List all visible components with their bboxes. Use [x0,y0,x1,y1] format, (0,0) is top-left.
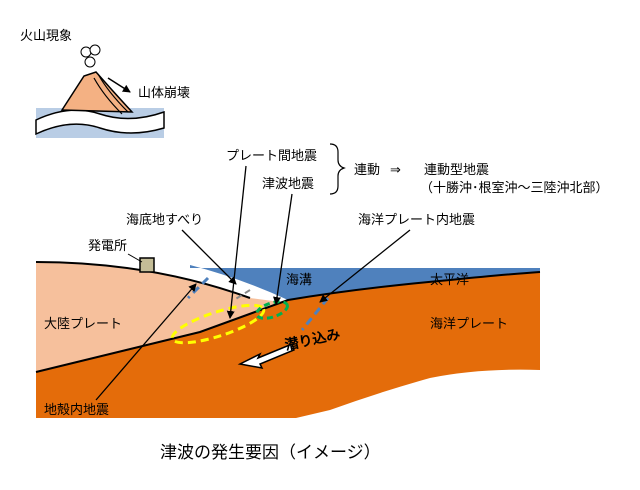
interplate-zone-dash [170,303,266,345]
tsunami-eq-zone-dash [255,300,289,320]
power-plant-leader [127,253,143,263]
diagram-caption: 津波の発生要因（イメージ） [160,443,381,463]
crustal-fault-dash [186,276,210,300]
oceanic-intraplate-pointer-arrow [319,229,411,303]
eruption-cloud-icon [80,44,101,68]
trench-label: 海溝 [286,273,312,288]
seafloor-slide-pointer-arrow [181,229,237,285]
power-plant-icon [139,257,155,273]
oceanic-intraplate-eq-label: 海洋プレート内地震 [358,212,475,228]
volcano-inset: 火山現象 山体崩壊 [20,29,190,138]
crustal-eq-label: 地殻内地震 [44,402,109,418]
tsunami-eq-pointer-arrow [273,193,293,305]
crustal-pointer-arrow [95,283,197,401]
power-plant-label: 発電所 [88,239,127,254]
collapse-slide-1 [97,73,129,113]
collapse-slide-2 [93,77,123,115]
cross-section: 発電所 海溝 太平洋 大陸プレート 海洋プレート 潜り込み [35,239,541,418]
pacific-label: 太平洋 [430,273,469,288]
seafloor-slide-label: 海底地すべり [126,212,203,228]
collapse-label: 山体崩壊 [138,86,190,101]
linked-region-label: （十勝沖･根室沖～三陸沖北部） [420,180,609,196]
volcano-title: 火山現象 [20,29,72,44]
plate-boundary-line [35,271,541,373]
grouping-brace-icon [329,143,346,195]
linked-label: 連動 [354,163,380,178]
linked-type-eq-label: 連動型地震 [424,163,489,178]
collapse-arrow [107,77,131,93]
interplate-eq-label: プレート間地震 [226,149,317,164]
earthquake-labels: プレート間地震 津波地震 連動 ⇒ 連動型地震 （十勝沖･根室沖～三陸沖北部） … [44,143,609,418]
seafloor-slide-dash [233,289,251,301]
interplate-pointer-arrow [226,165,247,319]
oceanic-intraplate-fault-dash [300,297,330,331]
oceanic-plate-label: 海洋プレート [430,317,508,332]
subduction-arrow-icon [237,343,295,370]
continental-plate-label: 大陸プレート [44,316,122,332]
tsunami-eq-label: 津波地震 [262,177,314,192]
implies-arrow-label: ⇒ [390,163,401,178]
